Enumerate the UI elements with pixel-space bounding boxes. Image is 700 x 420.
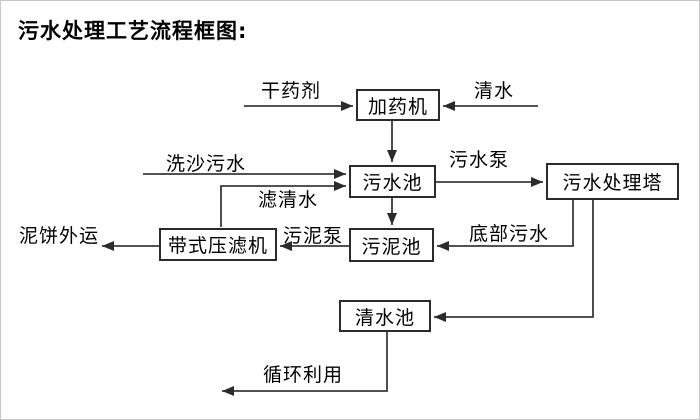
node-sewage-pool: 污水池 [349,165,436,198]
flow-label-mud-cake-outbound: 泥饼外运 [19,225,100,247]
flow-label-clean-water: 清水 [474,80,515,102]
node-belt-filter-press: 带式压滤机 [159,228,277,261]
edge-clean-pool-to-recycle [222,332,388,396]
flow-label-filtered-water: 滤清水 [258,189,319,211]
flow-label-sewage-pump: 污水泵 [449,149,510,171]
page-title: 污水处理工艺流程框图: [18,19,248,43]
flow-label-sand-wash-sewage: 洗沙污水 [166,153,247,175]
edge-tower-bottom-to-sludge-pool [437,200,574,251]
flow-label-bottom-sewage: 底部污水 [469,223,550,245]
node-sludge-pool: 污泥池 [349,228,434,262]
node-clean-water-pool: 清水池 [339,300,431,332]
flow-label-sludge-pump: 污泥泵 [283,225,344,247]
edge-tower-to-clean-pool [434,200,594,322]
flow-label-recycle-use: 循环利用 [263,364,344,386]
node-dosing-machine: 加药机 [356,89,440,121]
edge-filtered-water-to-sewage-pool [220,181,346,227]
flow-label-dry-chemical: 干药剂 [261,80,322,102]
node-sewage-treatment-tower: 污水处理塔 [546,163,679,200]
